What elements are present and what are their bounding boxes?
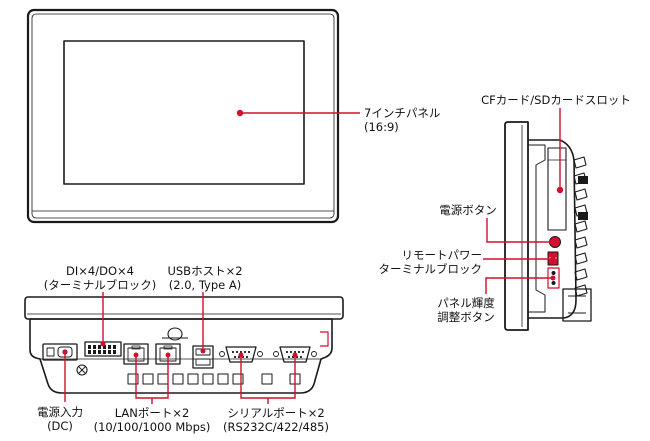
label-brightness: パネル輝度 調整ボタン [437,296,495,324]
side-view [504,121,592,331]
label-power-button-line1: 電源ボタン [439,203,497,217]
label-panel-line1: 7インチパネル [364,106,441,120]
ground-screw [76,364,88,376]
power-input-connector [42,343,78,361]
label-power-input-line2: (DC) [47,419,73,433]
side-body [528,139,577,319]
callout-power-button [486,218,552,243]
callout-dots [62,109,564,358]
label-remote-power-line2: ターミナルブロック [378,262,483,276]
label-remote-power-line1: リモートパワー [401,248,483,262]
label-dio: DI×4/DO×4 (ターミナルブロック) [44,264,156,292]
front-bezel-inner [31,13,335,219]
label-remote-power: リモートパワー ターミナルブロック [379,248,483,276]
label-usb-line2: (2.0, Type A) [168,278,242,292]
label-panel: 7インチパネル (16:9) [364,106,440,134]
label-usb: USBホスト×2 (2.0, Type A) [167,264,242,292]
callout-lan [135,355,169,399]
side-bracket [562,288,592,322]
label-serial: シリアルポート×2 (RS232C/422/485) [223,406,329,434]
label-brightness-line2: 調整ボタン [437,310,495,324]
bottom-feet [127,373,301,385]
label-panel-line2: (16:9) [364,120,399,134]
front-view [26,8,340,224]
label-power-button: 電源ボタン [439,203,497,217]
label-cf-slot: CFカード/SDカードスロット [481,93,631,107]
front-bezel [26,8,340,224]
bottom-view [24,296,344,394]
label-dio-line1: DI×4/DO×4 [66,264,134,278]
label-brightness-line1: パネル輝度 [437,296,495,310]
label-dio-line2: (ターミナルブロック) [43,278,157,292]
label-serial-line2: (RS232C/422/485) [223,420,329,434]
label-power-input-line1: 電源入力 [37,405,83,419]
mount-hole [162,327,188,341]
label-usb-line1: USBホスト×2 [167,264,243,278]
label-lan: LANポート×2 (10/100/1000 Mbps) [94,406,211,434]
serial-port-1 [219,346,263,363]
label-serial-line1: シリアルポート×2 [227,406,325,420]
bottom-body [29,318,333,394]
serial-port-2 [273,346,317,363]
label-cf-slot-line1: CFカード/SDカードスロット [481,93,631,107]
label-lan-line1: LANポート×2 [114,406,190,420]
label-power-input: 電源入力 (DC) [37,405,83,433]
callouts [64,108,561,404]
label-lan-line2: (10/100/1000 Mbps) [93,420,211,434]
side-bezel [504,121,529,331]
callout-brightness [485,277,553,294]
bottom-bezel-lip [24,296,344,320]
cooling-fins [573,156,588,297]
